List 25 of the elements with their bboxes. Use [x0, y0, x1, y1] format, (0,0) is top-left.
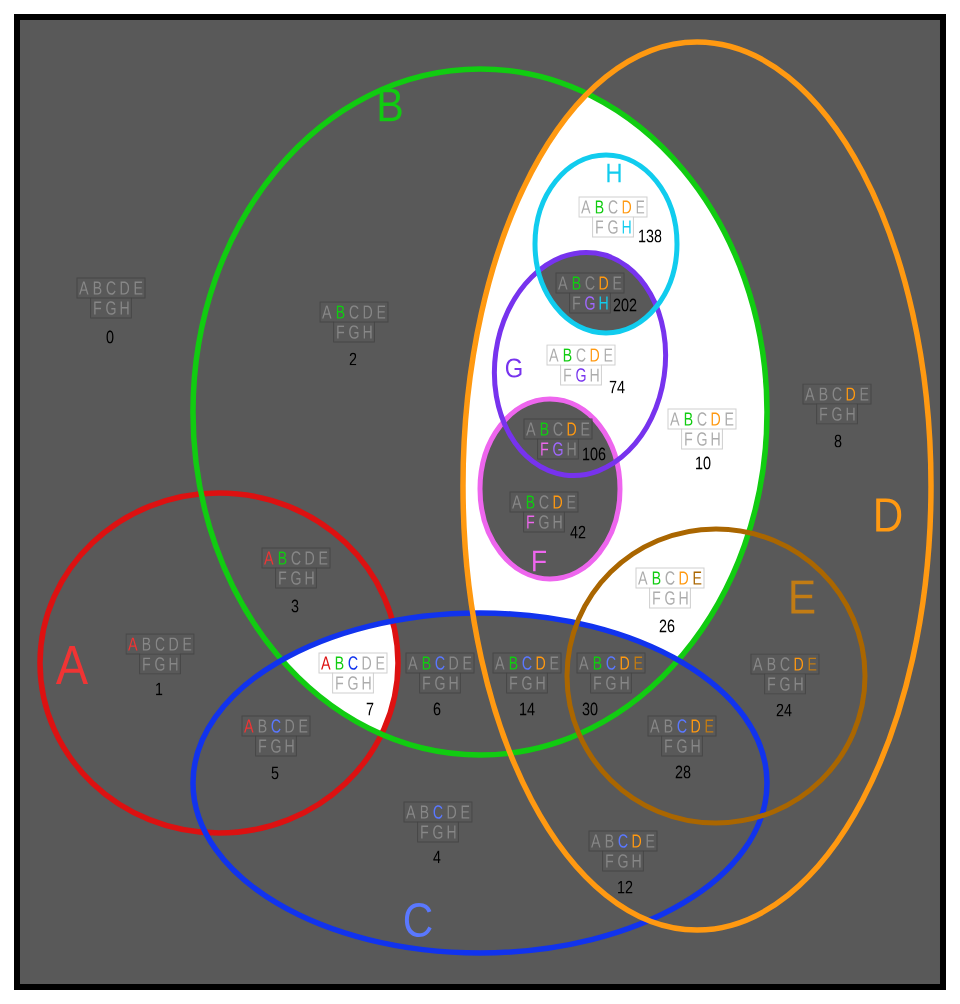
- region-number: 3: [291, 599, 299, 613]
- region-number: 8: [834, 434, 842, 448]
- node-label: B: [278, 551, 287, 565]
- region-number: 24: [776, 703, 792, 717]
- region-number: 0: [106, 330, 114, 344]
- node-label: C: [618, 834, 628, 848]
- region-number: 28: [675, 765, 691, 779]
- region-number: 6: [433, 702, 441, 716]
- node-label: C: [433, 805, 443, 819]
- region-number: 12: [618, 880, 633, 894]
- region-number: 4: [433, 850, 441, 864]
- node-label: A: [244, 719, 254, 733]
- node-label: A: [128, 637, 138, 651]
- node-label: C: [271, 719, 281, 733]
- node-label: C: [435, 656, 445, 670]
- node-label: E: [808, 657, 817, 671]
- node-label: A: [264, 551, 274, 565]
- region-number: 1: [156, 682, 163, 696]
- node-label: B: [422, 656, 431, 670]
- node-label: D: [846, 387, 856, 401]
- node-label: D: [632, 834, 642, 848]
- region-number: 5: [271, 766, 279, 780]
- region-number: 2: [349, 352, 357, 366]
- node-label: D: [794, 657, 804, 671]
- node-label: B: [336, 305, 345, 319]
